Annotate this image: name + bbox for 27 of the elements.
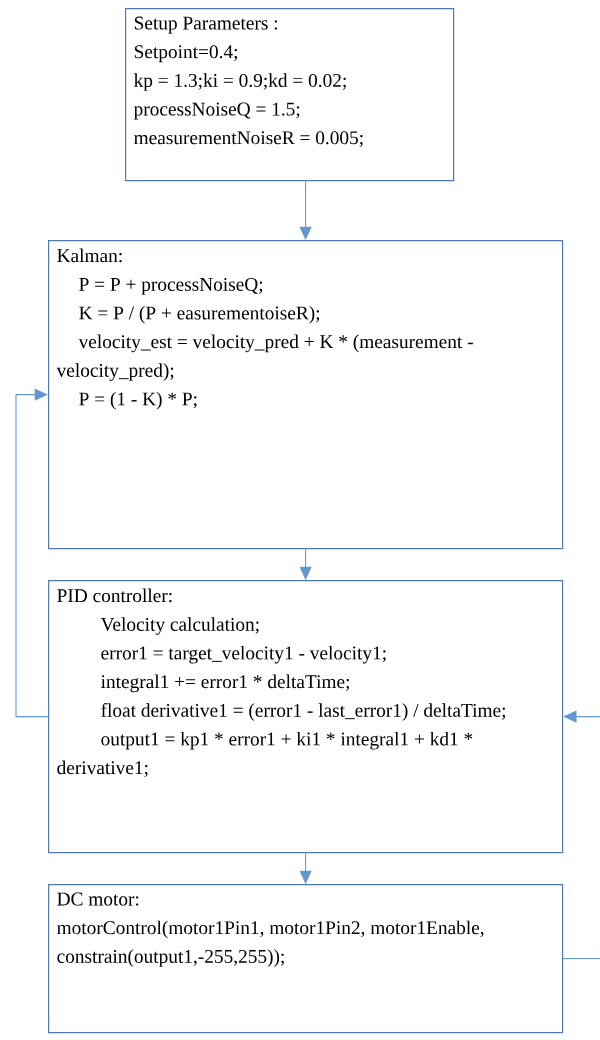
arrow	[299, 180, 312, 240]
code-line: integral1 += error1 * deltaTime;	[101, 674, 349, 693]
process-box	[125, 8, 455, 182]
code-line: processNoiseQ = 1.5;	[133, 102, 300, 120]
arrow	[562, 710, 600, 960]
process-box	[48, 580, 564, 854]
box-heading: Kalman:	[57, 248, 122, 263]
code-line: error1 = target_velocity1 - velocity1;	[101, 645, 386, 664]
code-line: output1 = kp1 * error1 + ki1 * integral1 + kd1 * derivative1;	[57, 731, 473, 777]
code-line: K = P / (P + easurementoiseR);	[79, 305, 320, 324]
code-line: velocity_est = velocity_pred + K * (measurement - velocity_pred);	[56, 334, 473, 381]
box-heading: PID controller:	[57, 588, 172, 603]
code-line: float derivative1 = (error1 - last_error1) / deltaTime;	[101, 703, 505, 721]
box-heading: DC motor:	[57, 892, 139, 906]
code-line: Setpoint=0.4;	[134, 45, 237, 63]
arrow	[299, 548, 312, 580]
arrow	[299, 852, 312, 884]
code-line: measurementNoiseR = 0.005;	[134, 131, 363, 148]
box-heading: Setup Parameters :	[134, 16, 277, 34]
code-line: Velocity calculation;	[100, 617, 259, 635]
arrow	[15, 388, 49, 718]
process-box	[48, 240, 564, 550]
code-line: P = P + processNoiseQ;	[79, 277, 263, 295]
code-line: P = (1 - K) * P;	[79, 391, 197, 410]
code-line: motorControl(motor1Pin1, motor1Pin2, motor1Enable, constrain(output1,-255,255));	[57, 920, 484, 967]
process-box	[48, 884, 564, 1034]
code-line: kp = 1.3;ki = 0.9;kd = 0.02;	[133, 73, 346, 91]
